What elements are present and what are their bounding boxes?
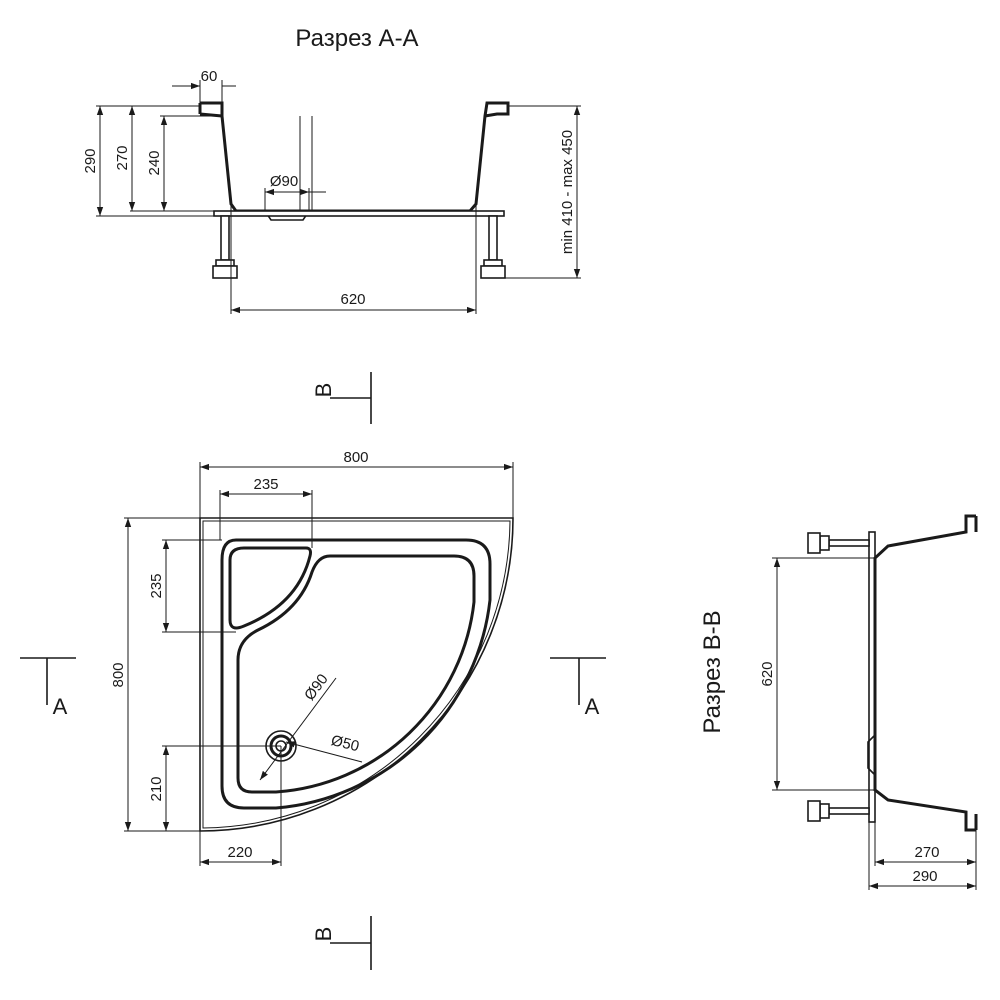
- marker-b-top: B: [311, 372, 372, 424]
- dim-bb-290: 290: [912, 868, 937, 885]
- dim-drain-220: 220: [227, 844, 252, 861]
- dim-seat-235-v: 235: [148, 573, 165, 598]
- leader-d50: [285, 741, 363, 763]
- section-bb-drain-outlet: [867, 734, 876, 776]
- dim-height-290: 290: [82, 148, 99, 173]
- dim-height-270: 270: [114, 145, 131, 170]
- dim-bb-270: 270: [914, 844, 939, 861]
- dim-plan-d50: Ø50: [329, 732, 361, 755]
- dim-plan-width-800: 800: [343, 449, 368, 466]
- marker-b-bottom: B: [311, 916, 372, 970]
- dim-height-240: 240: [146, 150, 163, 175]
- section-bb-tray-profile: [873, 514, 976, 832]
- svg-text:A: A: [585, 694, 600, 719]
- section-bb-bottom-leg: [807, 800, 870, 822]
- dim-legs-range: min 410 - max 450: [559, 130, 576, 254]
- section-aa: Разрез А-А 60 290: [82, 25, 581, 314]
- svg-text:B: B: [311, 927, 336, 942]
- plan-rim: [220, 538, 492, 810]
- leader-d90: [259, 677, 337, 781]
- dim-width-620: 620: [340, 291, 365, 308]
- dim-seat-235-h: 235: [253, 476, 278, 493]
- plan-outer-inner-line: [202, 520, 511, 829]
- section-aa-title: Разрез А-А: [295, 25, 418, 52]
- section-aa-tray-profile: [200, 101, 510, 213]
- section-bb: Разрез В-В 620 270: [699, 514, 978, 890]
- dim-plan-d90: Ø90: [301, 671, 332, 704]
- marker-a-right: A: [550, 657, 606, 719]
- plan-basin: [236, 554, 476, 794]
- plan-seat: [228, 546, 312, 630]
- marker-a-left: A: [20, 657, 76, 719]
- section-aa-frame: [213, 210, 505, 217]
- plan-view: 800 235 800 235 210 220 Ø90 Ø50: [20, 372, 606, 970]
- section-bb-top-leg: [807, 532, 870, 554]
- dim-plan-height-800: 800: [110, 662, 127, 687]
- plan-outer-outline: [199, 517, 514, 832]
- section-bb-title: Разрез В-В: [699, 610, 726, 733]
- dim-bb-620: 620: [759, 661, 776, 686]
- section-aa-left-leg: [212, 215, 238, 279]
- svg-text:A: A: [53, 694, 68, 719]
- dim-drain-90: Ø90: [270, 173, 298, 190]
- svg-text:B: B: [311, 383, 336, 398]
- dim-lip-60: 60: [201, 68, 218, 85]
- section-aa-right-leg: [480, 215, 506, 279]
- dim-drain-210: 210: [148, 776, 165, 801]
